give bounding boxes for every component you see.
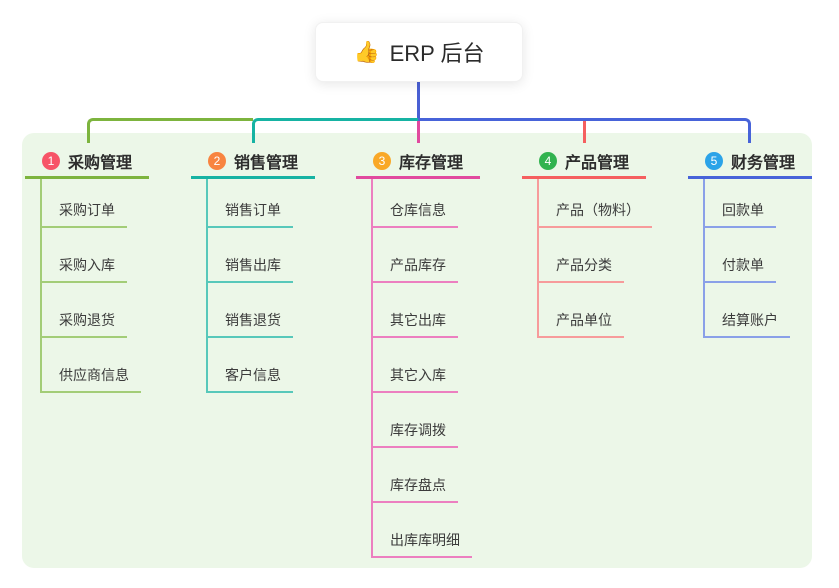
child-node[interactable]: 客户信息 <box>208 338 293 393</box>
branch-number-badge: 5 <box>704 152 723 170</box>
branch-number-badge: 3 <box>372 152 391 170</box>
branch-number-badge: 1 <box>41 152 60 170</box>
branch-5: 5 财务管理回款单付款单结算账户 <box>688 146 812 338</box>
branch-title-label: 库存管理 <box>398 155 463 172</box>
branch-title-label: 财务管理 <box>730 155 795 172</box>
branch-2: 2 销售管理销售订单销售出库销售退货客户信息 <box>191 146 315 393</box>
child-node[interactable]: 产品单位 <box>539 283 624 338</box>
child-node[interactable]: 产品分类 <box>539 228 624 283</box>
child-node[interactable]: 付款单 <box>705 228 776 283</box>
child-node[interactable]: 仓库信息 <box>373 179 458 228</box>
branch-title-label: 销售管理 <box>233 155 298 172</box>
thumbs-up-icon: 👍 <box>353 40 380 64</box>
child-node[interactable]: 产品库存 <box>373 228 458 283</box>
child-node[interactable]: 销售出库 <box>208 228 293 283</box>
branch-4: 4 产品管理产品（物料）产品分类产品单位 <box>522 146 652 338</box>
child-node[interactable]: 其它入库 <box>373 338 458 393</box>
branch-number-badge: 4 <box>538 152 557 170</box>
connector-branch-5 <box>418 118 751 143</box>
branch-children: 销售订单销售出库销售退货客户信息 <box>206 179 293 393</box>
branch-3: 3 库存管理仓库信息产品库存其它出库其它入库库存调拨库存盘点出库库明细 <box>356 146 480 558</box>
child-node[interactable]: 回款单 <box>705 179 776 228</box>
branch-title-node[interactable]: 5 财务管理 <box>688 146 812 179</box>
child-node[interactable]: 销售退货 <box>208 283 293 338</box>
child-node[interactable]: 采购订单 <box>42 179 127 228</box>
root-node[interactable]: 👍 ERP 后台 <box>315 22 523 82</box>
child-node[interactable]: 结算账户 <box>705 283 790 338</box>
branch-children: 仓库信息产品库存其它出库其它入库库存调拨库存盘点出库库明细 <box>371 179 472 558</box>
branch-title-node[interactable]: 4 产品管理 <box>522 146 646 179</box>
branch-1: 1 采购管理采购订单采购入库采购退货供应商信息 <box>25 146 149 393</box>
branch-number-badge: 2 <box>207 152 226 170</box>
connector-branch-3 <box>417 121 420 143</box>
child-node[interactable]: 库存盘点 <box>373 448 458 503</box>
connector-branch-2 <box>252 118 418 143</box>
child-node[interactable]: 采购入库 <box>42 228 127 283</box>
branches-panel <box>22 133 812 568</box>
root-label: ERP 后台 <box>389 41 485 66</box>
root-trunk-line <box>417 82 420 118</box>
branch-children: 采购订单采购入库采购退货供应商信息 <box>40 179 141 393</box>
branch-children: 产品（物料）产品分类产品单位 <box>537 179 652 338</box>
branch-title-node[interactable]: 2 销售管理 <box>191 146 315 179</box>
child-node[interactable]: 供应商信息 <box>42 338 141 393</box>
child-node[interactable]: 产品（物料） <box>539 179 652 228</box>
branch-children: 回款单付款单结算账户 <box>703 179 790 338</box>
branch-title-node[interactable]: 3 库存管理 <box>356 146 480 179</box>
connector-branch-1 <box>87 118 253 143</box>
connector-branch-4 <box>583 121 586 143</box>
branch-title-node[interactable]: 1 采购管理 <box>25 146 149 179</box>
child-node[interactable]: 其它出库 <box>373 283 458 338</box>
branch-title-label: 产品管理 <box>564 155 629 172</box>
child-node[interactable]: 库存调拨 <box>373 393 458 448</box>
branch-title-label: 采购管理 <box>67 155 132 172</box>
child-node[interactable]: 出库库明细 <box>373 503 472 558</box>
child-node[interactable]: 销售订单 <box>208 179 293 228</box>
child-node[interactable]: 采购退货 <box>42 283 127 338</box>
